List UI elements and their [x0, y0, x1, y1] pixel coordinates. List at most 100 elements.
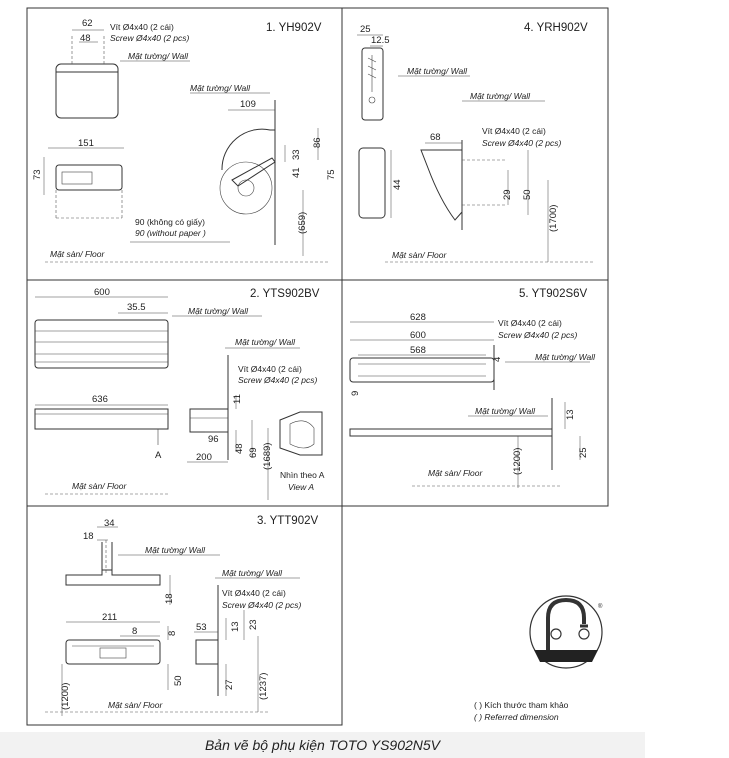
svg-text:Vít Ø4x40 (2 cái): Vít Ø4x40 (2 cái) [482, 126, 546, 136]
towel-ring-front-view [65, 639, 161, 665]
view-a-profile [279, 411, 323, 456]
svg-text:50: 50 [173, 675, 184, 686]
svg-text:(1200): (1200) [512, 448, 523, 475]
svg-text:Vít Ø4x40 (2 cái): Vít Ø4x40 (2 cái) [498, 318, 562, 328]
svg-text:35.5: 35.5 [127, 302, 146, 313]
panel-title: 1. YH902V [266, 22, 322, 34]
svg-text:Screw Ø4x40 (2 pcs): Screw Ø4x40 (2 pcs) [498, 330, 578, 340]
svg-text:109: 109 [240, 99, 256, 110]
svg-text:Mặt tường/ Wall: Mặt tường/ Wall [235, 337, 296, 347]
svg-text:23: 23 [248, 619, 259, 630]
svg-text:44: 44 [392, 179, 403, 190]
svg-text:Mặt sàn/ Floor: Mặt sàn/ Floor [72, 481, 127, 491]
svg-text:41: 41 [291, 167, 302, 178]
panel-title: 3. YTT902V [257, 515, 318, 527]
svg-text:25: 25 [360, 24, 371, 35]
svg-text:200: 200 [196, 452, 212, 463]
svg-text:13: 13 [565, 409, 576, 420]
svg-text:33: 33 [291, 149, 302, 160]
svg-text:Mặt tường/ Wall: Mặt tường/ Wall [128, 51, 189, 61]
panel-yt902s6v: 5. YT902S6V 628 600 568 Vít Ø4x40 (2 cái… [349, 288, 596, 488]
svg-text:Mặt sàn/ Floor: Mặt sàn/ Floor [428, 468, 483, 478]
legend-line-2: ( ) Referred dimension [474, 712, 559, 722]
svg-text:628: 628 [410, 312, 426, 323]
towel-bar-side-view [349, 428, 553, 437]
svg-text:600: 600 [410, 330, 426, 341]
paper-holder-front-view [55, 63, 119, 119]
svg-text:Mặt tường/ Wall: Mặt tường/ Wall [188, 306, 249, 316]
panel-title: 2. YTS902BV [250, 288, 320, 300]
panel-yrh902v: 4. YRH902V 25 12.5 Mặt tường/ Wall Mặt t… [357, 22, 595, 263]
svg-text:(659): (659) [297, 212, 308, 234]
svg-text:Nhìn theo A: Nhìn theo A [280, 470, 325, 480]
svg-text:34: 34 [104, 518, 115, 529]
towel-ring-top-view [65, 569, 161, 586]
svg-text:View A: View A [288, 482, 314, 492]
drawing-caption: Bản vẽ bộ phụ kiện TOTO YS902N5V [204, 737, 441, 753]
svg-text:151: 151 [78, 138, 94, 149]
svg-text:8: 8 [132, 626, 137, 637]
paper-holder-top-view [55, 164, 123, 191]
towel-bar-front-view [349, 357, 495, 383]
panel-title: 4. YRH902V [524, 22, 588, 34]
panel-ytt902v: 3. YTT902V 34 18 Mặt tường/ Wall 18 211 … [45, 515, 318, 716]
svg-text:211: 211 [102, 612, 117, 623]
panel-frame-3 [26, 505, 343, 726]
svg-text:Vít Ø4x40 (2 cái): Vít Ø4x40 (2 cái) [110, 22, 174, 32]
svg-text:®: ® [598, 603, 603, 610]
svg-text:27: 27 [224, 679, 235, 690]
svg-text:68: 68 [430, 132, 441, 143]
svg-text:Mặt sàn/ Floor: Mặt sàn/ Floor [108, 700, 163, 710]
svg-text:13: 13 [230, 621, 241, 632]
svg-text:Vít Ø4x40 (2 cái): Vít Ø4x40 (2 cái) [222, 588, 286, 598]
svg-text:Mặt sàn/ Floor: Mặt sàn/ Floor [392, 250, 447, 260]
towel-shelf-top-view [34, 319, 169, 369]
robe-hook-side-view [420, 149, 463, 221]
svg-text:(1689): (1689) [262, 443, 273, 470]
faucet-logo: ® [529, 595, 603, 669]
svg-text:Mặt tường/ Wall: Mặt tường/ Wall [475, 406, 536, 416]
panel-yts902bv: 2. YTS902BV 600 35.5 Mặt tường/ Wall 636… [34, 287, 325, 500]
svg-text:Vít Ø4x40 (2 cái): Vít Ø4x40 (2 cái) [238, 364, 302, 374]
towel-shelf-side-view [189, 408, 229, 433]
paper-holder-side-view [219, 100, 276, 245]
legend-line-1: ( ) Kích thước tham khảo [474, 700, 569, 710]
svg-text:600: 600 [94, 287, 110, 298]
svg-text:Screw Ø4x40 (2 pcs): Screw Ø4x40 (2 pcs) [238, 375, 318, 385]
svg-text:4: 4 [492, 357, 503, 362]
svg-text:18: 18 [83, 531, 94, 542]
caption-bar [0, 732, 645, 758]
towel-shelf-front-view [34, 408, 169, 430]
svg-text:636: 636 [92, 394, 108, 405]
svg-text:Screw Ø4x40 (2 pcs): Screw Ø4x40 (2 pcs) [110, 33, 190, 43]
panel-frame-1 [26, 7, 343, 281]
svg-text:8: 8 [167, 631, 178, 636]
svg-text:48: 48 [80, 33, 91, 44]
svg-text:86: 86 [312, 137, 323, 148]
robe-hook-front-view [358, 147, 386, 219]
svg-text:(1237): (1237) [258, 673, 269, 700]
svg-text:90 (without paper ): 90 (without paper ) [135, 228, 206, 238]
svg-text:69: 69 [248, 447, 259, 458]
svg-text:(1700): (1700) [548, 205, 559, 232]
panel-yh902v: 1. YH902V 62 48 Vít Ø4x40 (2 cái) Screw … [32, 18, 337, 263]
svg-text:(1200): (1200) [60, 683, 71, 710]
svg-text:Mặt tường/ Wall: Mặt tường/ Wall [535, 352, 596, 362]
svg-text:12.5: 12.5 [371, 35, 390, 46]
svg-text:53: 53 [196, 622, 207, 633]
svg-text:568: 568 [410, 345, 426, 356]
svg-text:Mặt sàn/ Floor: Mặt sàn/ Floor [50, 249, 105, 259]
svg-text:Mặt tường/ Wall: Mặt tường/ Wall [222, 568, 283, 578]
svg-text:18: 18 [164, 593, 175, 604]
svg-text:75: 75 [326, 169, 337, 180]
svg-text:96: 96 [208, 434, 219, 445]
svg-text:90 (không có giấy): 90 (không có giấy) [135, 217, 205, 227]
svg-text:A: A [155, 450, 162, 461]
svg-text:50: 50 [522, 189, 533, 200]
svg-text:62: 62 [82, 18, 93, 29]
svg-text:Mặt tường/ Wall: Mặt tường/ Wall [145, 545, 206, 555]
svg-text:9: 9 [350, 391, 361, 396]
panel-title: 5. YT902S6V [519, 288, 588, 300]
panel-frame-5 [341, 279, 609, 507]
svg-text:Mặt tường/ Wall: Mặt tường/ Wall [407, 66, 468, 76]
